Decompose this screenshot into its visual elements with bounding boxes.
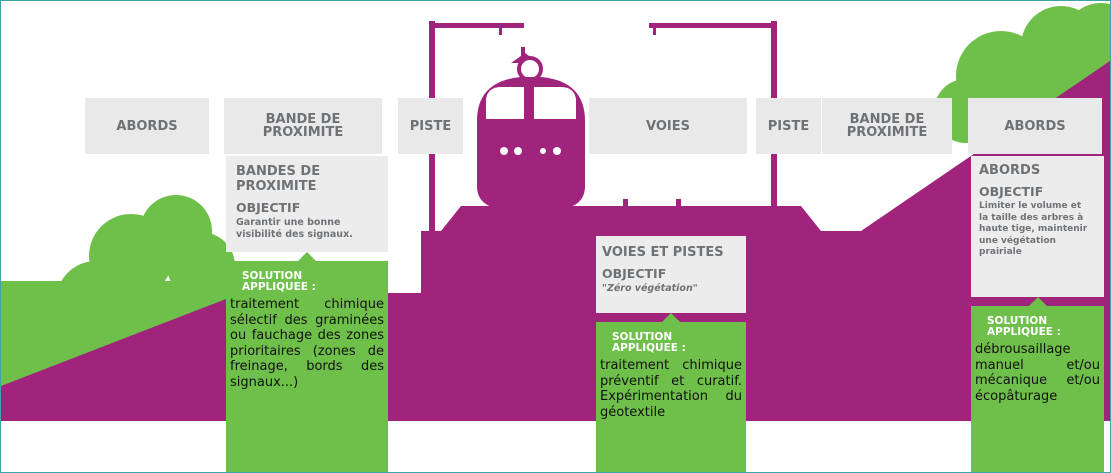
objectif-label: OBJECTIF xyxy=(602,266,667,281)
objectif-label: OBJECTIF xyxy=(236,200,301,215)
card-proximite-objective: BANDES DE PROXIMITE OBJECTIF Garantir un… xyxy=(226,156,388,252)
card-voies-objective: VOIES ET PISTES OBJECTIF "Zéro végétatio… xyxy=(596,236,746,313)
card-abords: ABORDS OBJECTIF Limiter le volume et la … xyxy=(971,156,1104,472)
solution-text: traitement chimique préventif et curatif… xyxy=(600,358,742,420)
solution-label: SOLUTION APPLIQUEE : xyxy=(987,315,1061,338)
zone-piste-left: PISTE xyxy=(398,98,463,154)
card-abords-objective: ABORDS OBJECTIF Limiter le volume et la … xyxy=(971,156,1104,297)
solution-text: traitement chimique sélectif des graminé… xyxy=(230,297,384,390)
train-icon xyxy=(477,47,585,212)
zone-abords-left: ABORDS xyxy=(85,98,209,154)
objectif-text: "Zéro végétation" xyxy=(602,283,698,294)
zone-voies: VOIES xyxy=(589,98,747,154)
zone-bande-right: BANDE DE PROXIMITE xyxy=(822,98,952,154)
objectif-text: Limiter le volume et la taille des arbre… xyxy=(979,201,1088,257)
solution-text: débrousaillage manuel et/ou mécanique et… xyxy=(975,342,1100,404)
card-title: BANDES DE PROXIMITE xyxy=(236,164,321,194)
card-bandes-proximite: BANDES DE PROXIMITE OBJECTIF Garantir un… xyxy=(226,156,388,472)
zone-abords-right: ABORDS xyxy=(968,98,1102,154)
objectif-label: OBJECTIF xyxy=(979,184,1044,199)
card-title: ABORDS xyxy=(979,163,1041,178)
objectif-text: Garantir une bonne visibilité des signau… xyxy=(236,217,353,240)
zone-piste-right: PISTE xyxy=(756,98,821,154)
zone-bande-left: BANDE DE PROXIMITE xyxy=(224,98,382,154)
card-abords-solution: SOLUTION APPLIQUEE : débrousaillage manu… xyxy=(971,297,1104,472)
card-title: VOIES ET PISTES xyxy=(602,245,724,260)
card-proximite-solution: SOLUTION APPLIQUEE : traitement chimique… xyxy=(226,252,388,472)
card-voies-pistes: VOIES ET PISTES OBJECTIF "Zéro végétatio… xyxy=(596,236,746,472)
solution-label: SOLUTION APPLIQUEE : xyxy=(612,331,686,354)
card-voies-solution: SOLUTION APPLIQUEE : traitement chimique… xyxy=(596,313,746,472)
solution-label: SOLUTION APPLIQUEE : xyxy=(242,270,316,293)
